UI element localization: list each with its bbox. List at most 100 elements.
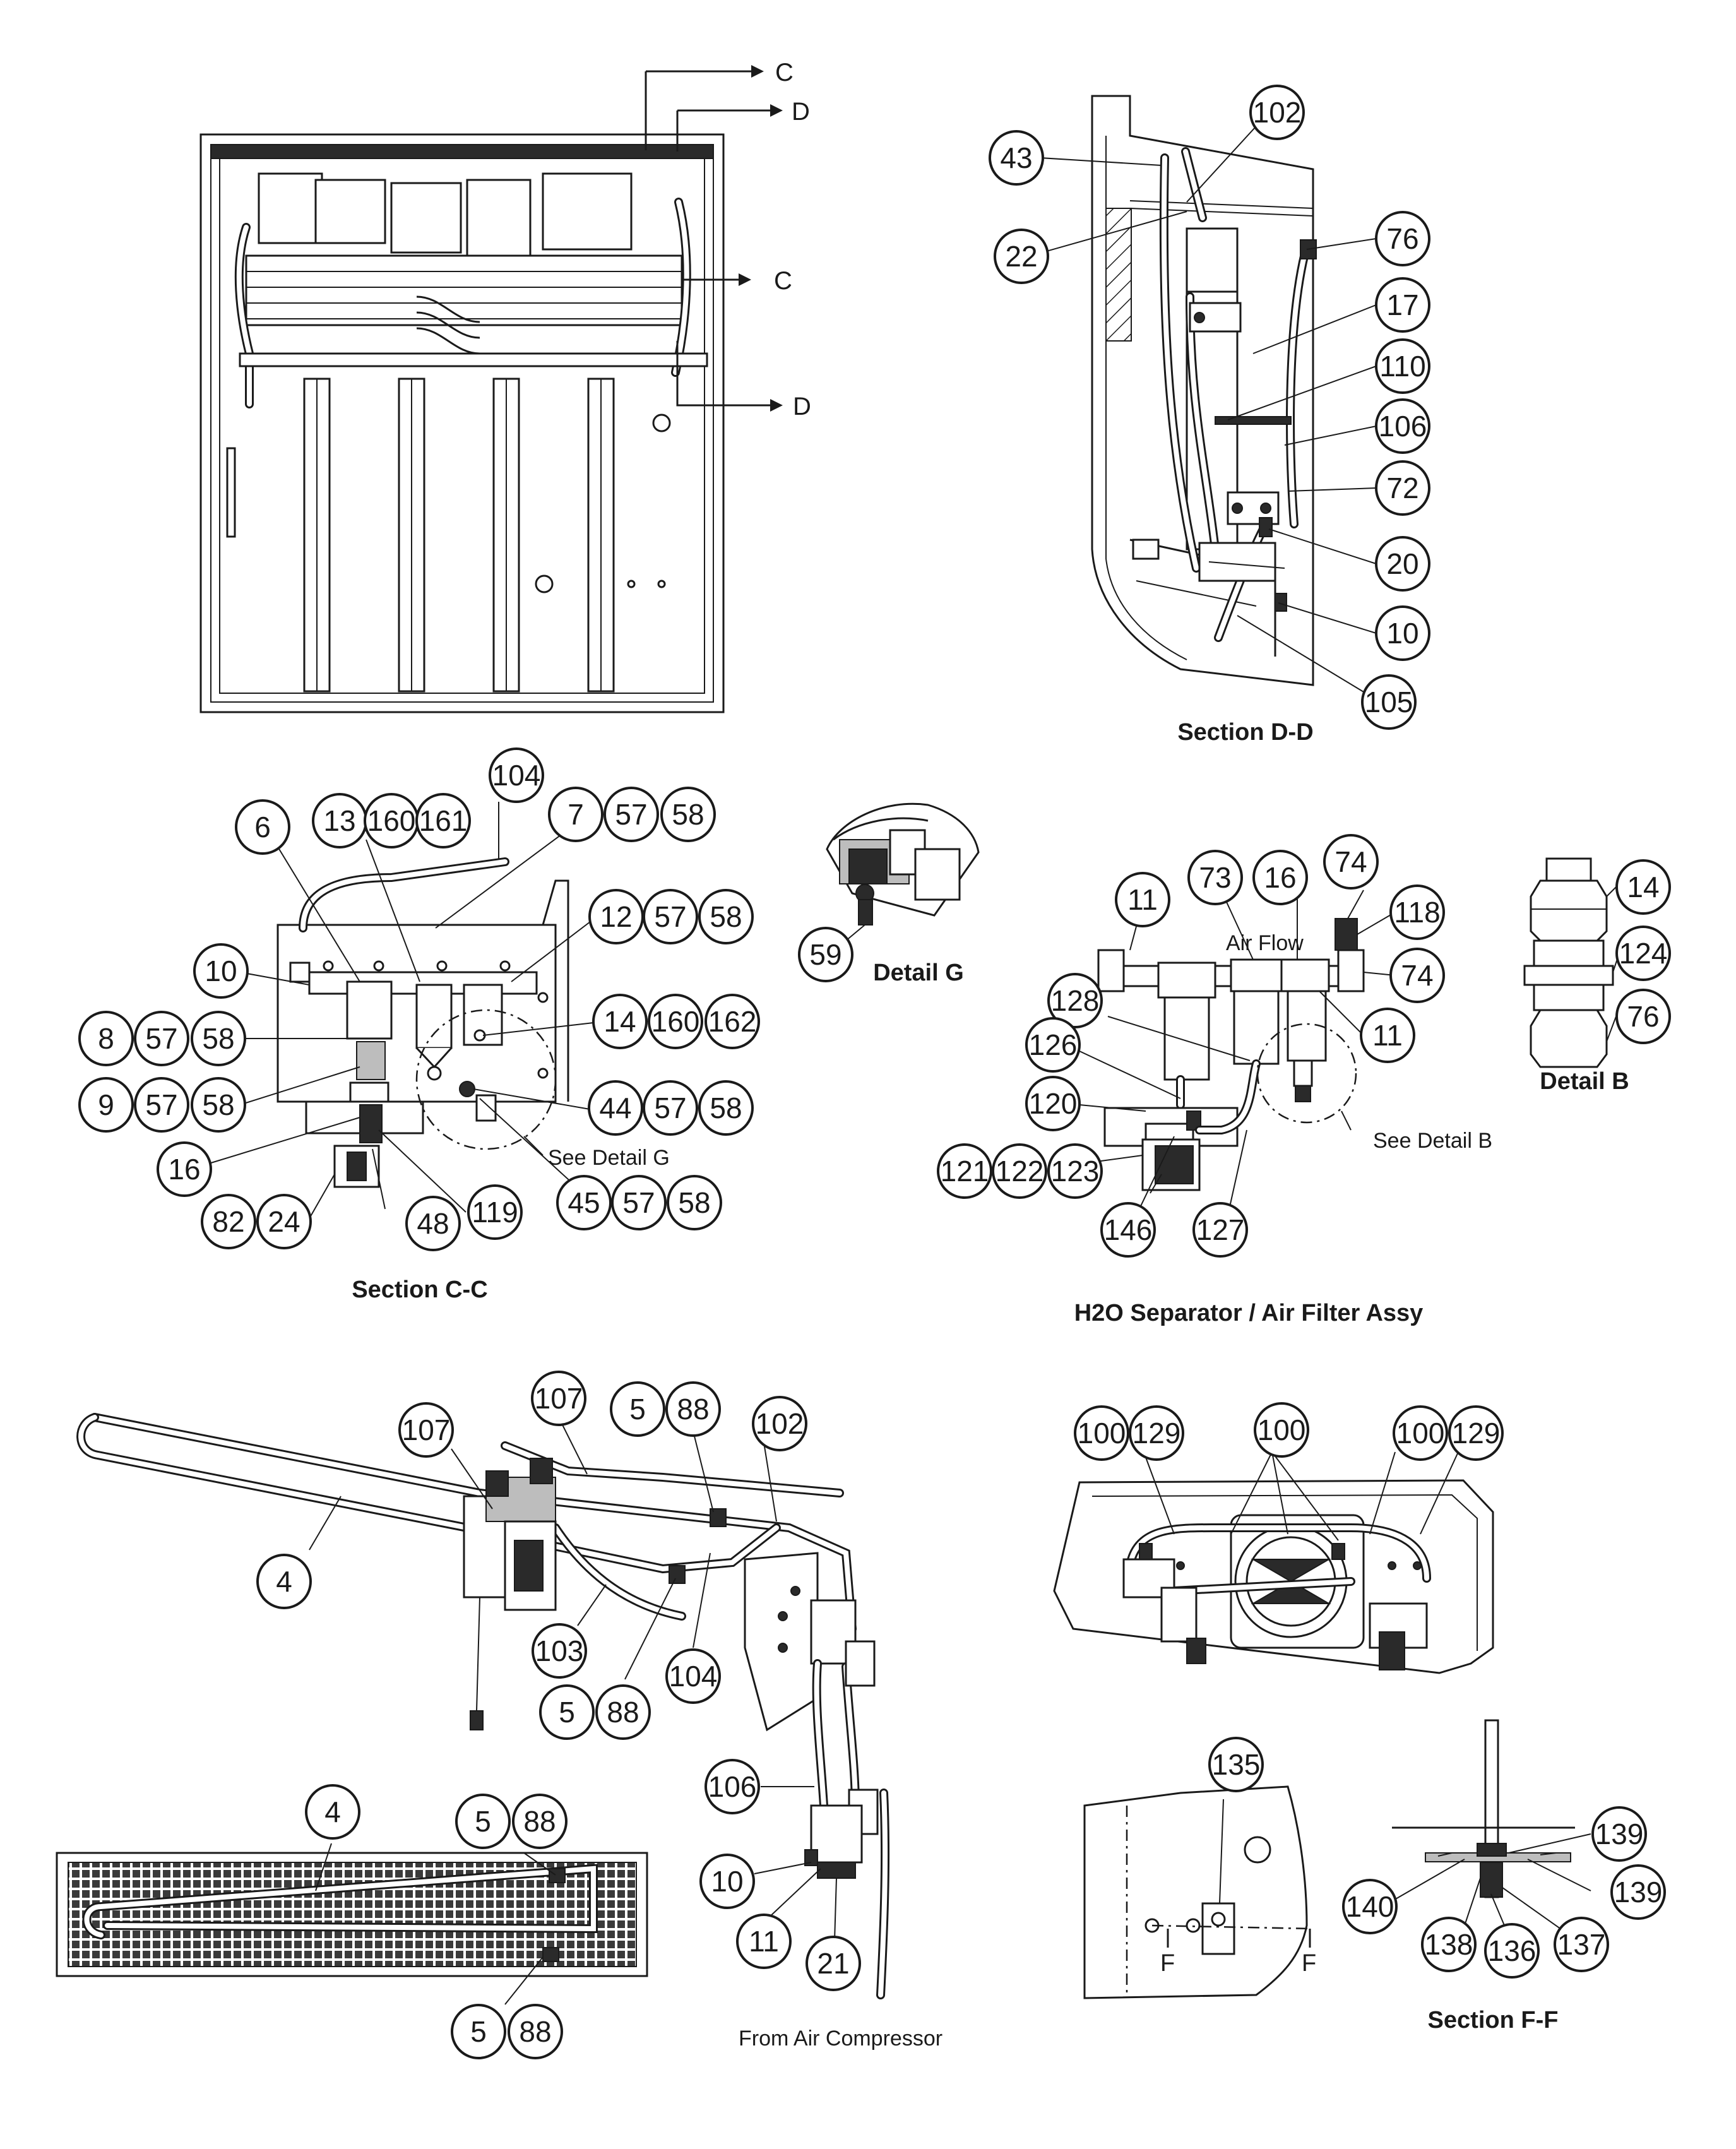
- callout-bubble: 17: [1375, 277, 1430, 333]
- callout-bubble: 128: [1047, 973, 1103, 1028]
- svg-text:7: 7: [568, 798, 584, 831]
- callout-bubble: 126: [1025, 1017, 1081, 1073]
- svg-text:12: 12: [600, 900, 632, 933]
- svg-text:59: 59: [809, 938, 841, 971]
- callout-bubble: 100: [1393, 1405, 1448, 1461]
- svg-text:58: 58: [672, 798, 704, 831]
- svg-text:76: 76: [1627, 1000, 1659, 1033]
- svg-text:5: 5: [470, 2015, 487, 2048]
- callout-bubble: 57: [134, 1077, 189, 1133]
- svg-text:72: 72: [1386, 472, 1418, 504]
- svg-text:58: 58: [202, 1022, 234, 1055]
- callout-bubble: 22: [994, 229, 1049, 284]
- svg-text:74: 74: [1335, 845, 1367, 878]
- detail-g-view: [826, 802, 980, 941]
- svg-text:129: 129: [1133, 1417, 1181, 1450]
- svg-text:135: 135: [1212, 1748, 1261, 1781]
- callout-bubble: 106: [705, 1759, 760, 1814]
- svg-text:73: 73: [1199, 861, 1231, 894]
- svg-text:120: 120: [1029, 1087, 1078, 1120]
- section-marker-d-bottom: D: [793, 393, 811, 420]
- callout-bubble: 6: [235, 799, 290, 855]
- callout-bubble: 5: [451, 2004, 506, 2059]
- callout-bubble: 21: [806, 1936, 861, 1991]
- svg-text:24: 24: [268, 1205, 300, 1238]
- svg-text:136: 136: [1488, 1934, 1537, 1967]
- enclosure-top-view: [1053, 1448, 1494, 1674]
- callout-bubble: 57: [603, 787, 659, 842]
- callout-bubble: 5: [455, 1794, 511, 1849]
- callout-bubble: 4: [256, 1554, 312, 1609]
- callout-bubble: 135: [1208, 1737, 1264, 1792]
- callout-bubble: 45: [556, 1175, 612, 1230]
- callout-bubble: 14: [1615, 859, 1671, 915]
- callout-bubble: 138: [1421, 1917, 1477, 1972]
- callout-bubble: 58: [660, 787, 716, 842]
- callout-bubble: 76: [1375, 211, 1430, 266]
- svg-text:122: 122: [996, 1155, 1044, 1188]
- callout-bubble: 102: [752, 1396, 807, 1451]
- svg-text:104: 104: [669, 1660, 718, 1693]
- svg-text:58: 58: [710, 1092, 742, 1124]
- svg-text:11: 11: [1127, 883, 1158, 916]
- callout-bubble: 110: [1375, 338, 1430, 394]
- callout-bubble: 100: [1074, 1405, 1129, 1461]
- callout-bubble: 58: [667, 1175, 722, 1230]
- svg-text:58: 58: [678, 1186, 710, 1219]
- svg-text:82: 82: [212, 1205, 244, 1238]
- callout-bubble: 12: [588, 889, 644, 944]
- callout-bubble: 160: [648, 994, 703, 1049]
- callout-bubble: 140: [1342, 1879, 1398, 1934]
- callout-bubble: 129: [1448, 1405, 1504, 1461]
- section-f-f-view: [1382, 1719, 1591, 1951]
- callout-bubble: 139: [1610, 1864, 1666, 1920]
- svg-text:138: 138: [1425, 1928, 1473, 1961]
- svg-text:57: 57: [654, 1092, 686, 1124]
- callout-bubble: 106: [1375, 398, 1430, 454]
- svg-text:74: 74: [1401, 959, 1433, 992]
- note-see-detail-b: See Detail B: [1373, 1129, 1492, 1153]
- svg-text:128: 128: [1051, 984, 1100, 1017]
- callout-bubble: 43: [989, 130, 1044, 186]
- callout-bubble: 57: [643, 1080, 698, 1136]
- svg-text:123: 123: [1051, 1155, 1100, 1188]
- callout-bubble: 57: [643, 889, 698, 944]
- callout-bubble: 88: [512, 1794, 568, 1849]
- svg-text:127: 127: [1196, 1213, 1245, 1246]
- svg-text:76: 76: [1386, 222, 1418, 255]
- callout-bubble: 58: [698, 889, 754, 944]
- svg-text:106: 106: [708, 1770, 757, 1803]
- svg-text:129: 129: [1452, 1417, 1501, 1450]
- svg-text:58: 58: [202, 1088, 234, 1121]
- svg-text:57: 57: [622, 1186, 655, 1219]
- callout-bubble: 58: [191, 1077, 246, 1133]
- callout-bubble: 118: [1389, 884, 1445, 940]
- svg-text:20: 20: [1386, 547, 1418, 580]
- callout-bubble: 127: [1192, 1202, 1248, 1258]
- callout-bubble: 59: [798, 927, 853, 982]
- plan-view: C D C D: [199, 59, 811, 713]
- svg-text:88: 88: [607, 1696, 639, 1729]
- svg-text:88: 88: [523, 1805, 556, 1838]
- callout-bubble: 103: [532, 1623, 587, 1679]
- callout-bubble: 9: [78, 1077, 134, 1133]
- svg-text:124: 124: [1619, 937, 1668, 970]
- svg-text:11: 11: [1372, 1019, 1403, 1052]
- svg-text:102: 102: [756, 1407, 804, 1440]
- note-see-detail-g: See Detail G: [548, 1146, 670, 1170]
- callout-bubble: 88: [665, 1381, 721, 1437]
- svg-text:57: 57: [145, 1022, 177, 1055]
- callout-bubble: 74: [1389, 948, 1445, 1003]
- caption-detail-b: Detail B: [1540, 1068, 1629, 1095]
- svg-text:5: 5: [559, 1696, 575, 1729]
- callout-bubble: 119: [467, 1184, 523, 1240]
- callout-bubble: 58: [698, 1080, 754, 1136]
- callout-bubble: 121: [937, 1143, 992, 1199]
- callout-bubble: 11: [736, 1914, 792, 1969]
- svg-text:139: 139: [1614, 1876, 1663, 1908]
- callout-bubble: 123: [1047, 1143, 1103, 1199]
- svg-text:137: 137: [1557, 1928, 1606, 1961]
- callout-bubble: 11: [1360, 1008, 1415, 1063]
- callout-bubble: 124: [1615, 926, 1671, 981]
- svg-text:118: 118: [1394, 896, 1440, 929]
